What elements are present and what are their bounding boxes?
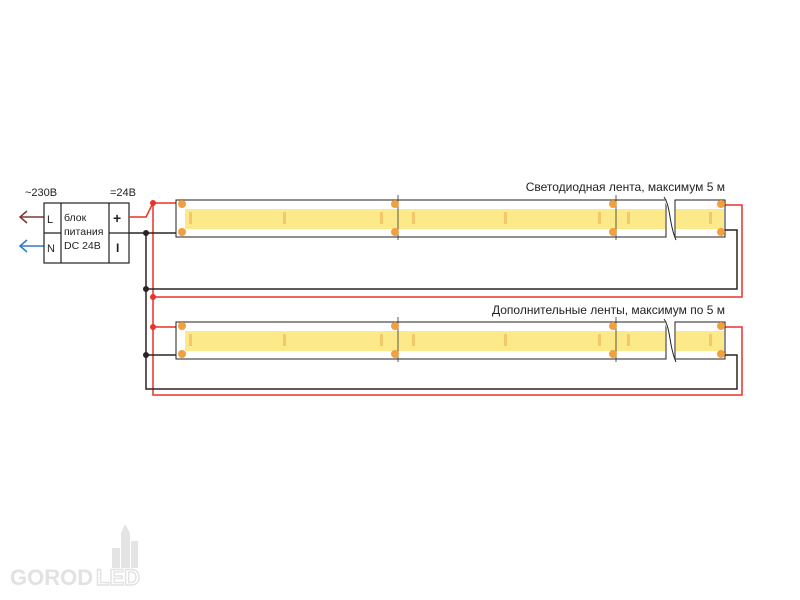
psu-label-line3: DC 24В: [64, 240, 101, 252]
power-supply: L N блок питания DC 24В + I: [43, 202, 130, 264]
strip-break-icon: [663, 196, 677, 241]
terminal-l: L: [47, 214, 53, 226]
terminal-minus: I: [116, 241, 119, 255]
ac-voltage-label: ~230В: [25, 187, 57, 199]
psu-label-line2: питания: [64, 226, 103, 238]
neutral-arrow-icon: [18, 239, 28, 253]
city-logo-icon: [112, 524, 138, 568]
led-strip-main: Светодиодная лента, максимум 5 м: [175, 180, 726, 241]
live-arrow-icon: [18, 210, 28, 224]
strip-break-icon: [663, 318, 677, 363]
led-strip-additional: Дополнительные ленты, максимум по 5 м: [175, 303, 726, 363]
logo-text: GOROD: [10, 565, 93, 590]
strip-main-title: Светодиодная лента, максимум 5 м: [526, 180, 725, 194]
dc-voltage-label: =24В: [110, 187, 136, 199]
terminal-n: N: [47, 243, 55, 255]
logo-suffix: LED: [96, 565, 140, 590]
strip-additional-title: Дополнительные ленты, максимум по 5 м: [492, 303, 725, 317]
negative-wiring: [129, 229, 738, 390]
wire-junctions: [143, 200, 156, 358]
positive-wiring: [129, 202, 743, 396]
gorodled-logo: GOROD LED: [10, 524, 141, 591]
terminal-plus: +: [113, 210, 121, 226]
mains-input: ~230В =24В: [18, 187, 136, 253]
psu-label-line1: блок: [64, 212, 87, 224]
